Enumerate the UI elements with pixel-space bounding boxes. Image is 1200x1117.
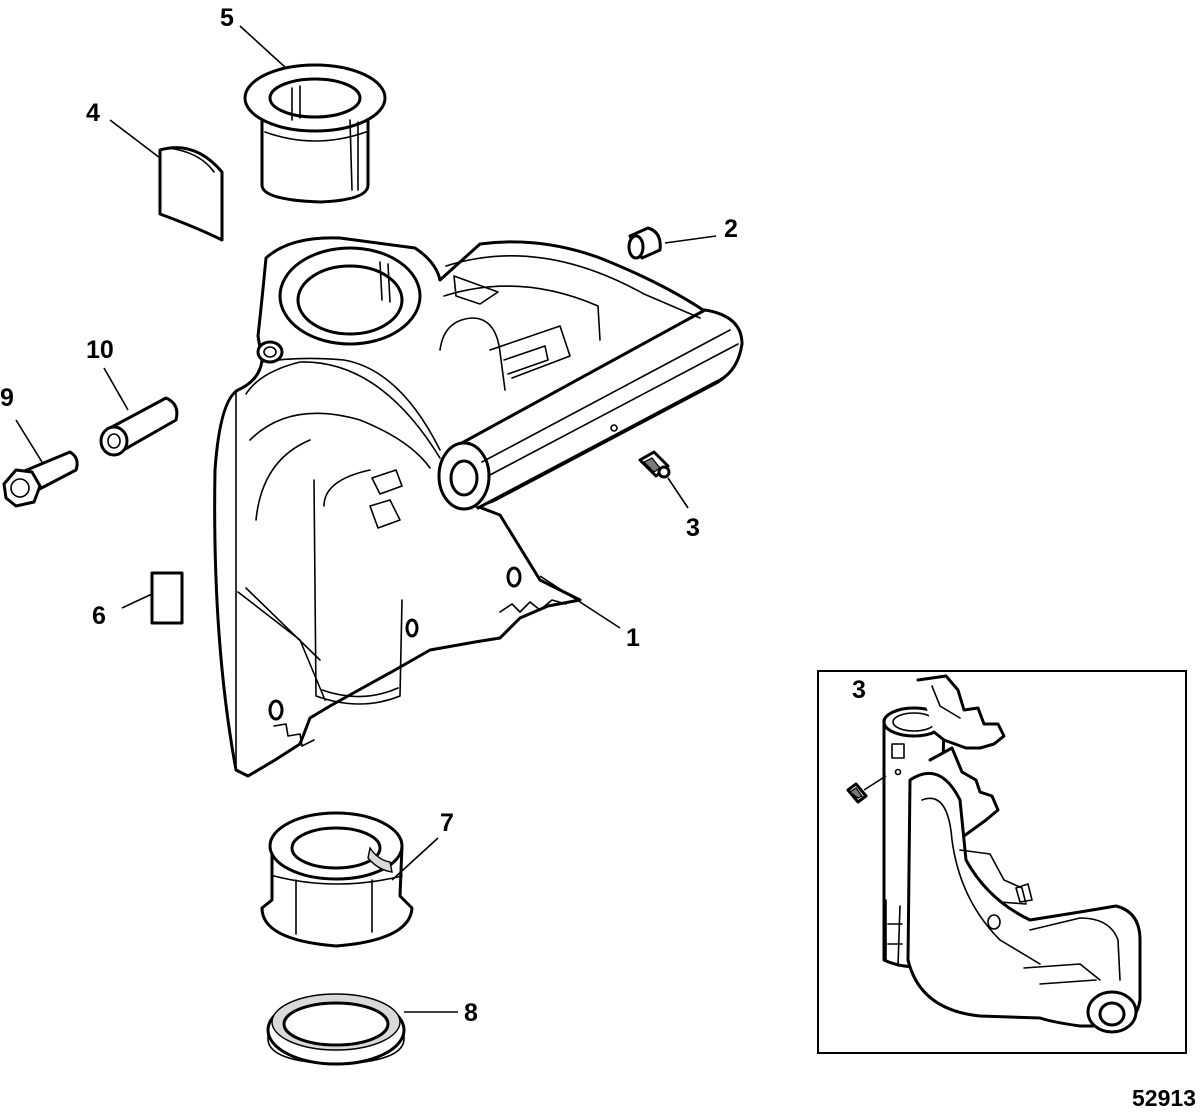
leader-6 xyxy=(121,593,153,609)
callout-4: 4 xyxy=(86,99,100,127)
part-3-grease-fitting xyxy=(638,450,671,479)
leader-4 xyxy=(109,119,161,159)
callout-9: 9 xyxy=(0,384,14,412)
figure-number: 52913 xyxy=(1132,1085,1196,1111)
part-5-upper-bushing xyxy=(243,63,387,204)
callout-7: 7 xyxy=(440,809,454,837)
leader-9 xyxy=(15,419,43,463)
inset-frame xyxy=(817,670,1187,1054)
part-6-pad xyxy=(150,571,184,625)
callout-6: 6 xyxy=(92,602,106,630)
leader-7 xyxy=(391,837,439,881)
leader-1 xyxy=(539,575,621,629)
part-4-wear-pad xyxy=(158,146,224,242)
callout-1: 1 xyxy=(626,624,640,652)
callouts: 5 4 2 10 9 3 6 1 7 8 xyxy=(0,4,738,1027)
leader-3 xyxy=(667,477,689,509)
callout-5: 5 xyxy=(220,4,234,32)
part-2-small-bushing xyxy=(627,226,662,260)
inset-leader-3 xyxy=(863,775,887,791)
callout-3: 3 xyxy=(686,514,700,542)
leader-5 xyxy=(239,25,287,69)
part-10-spacer-tube xyxy=(99,396,179,457)
callout-8: 8 xyxy=(464,999,478,1027)
callout-2: 2 xyxy=(724,215,738,243)
inset-view: 3 xyxy=(817,670,1187,1054)
part-8-seal-ring xyxy=(266,993,406,1066)
part-9-bolt xyxy=(2,450,79,508)
inset-callout-3: 3 xyxy=(852,676,866,704)
leader-10 xyxy=(103,367,129,411)
leader-2 xyxy=(664,235,717,244)
part-7-lower-bushing xyxy=(260,811,414,948)
part-1-swivel-bracket xyxy=(213,236,744,778)
callout-10: 10 xyxy=(86,336,114,364)
